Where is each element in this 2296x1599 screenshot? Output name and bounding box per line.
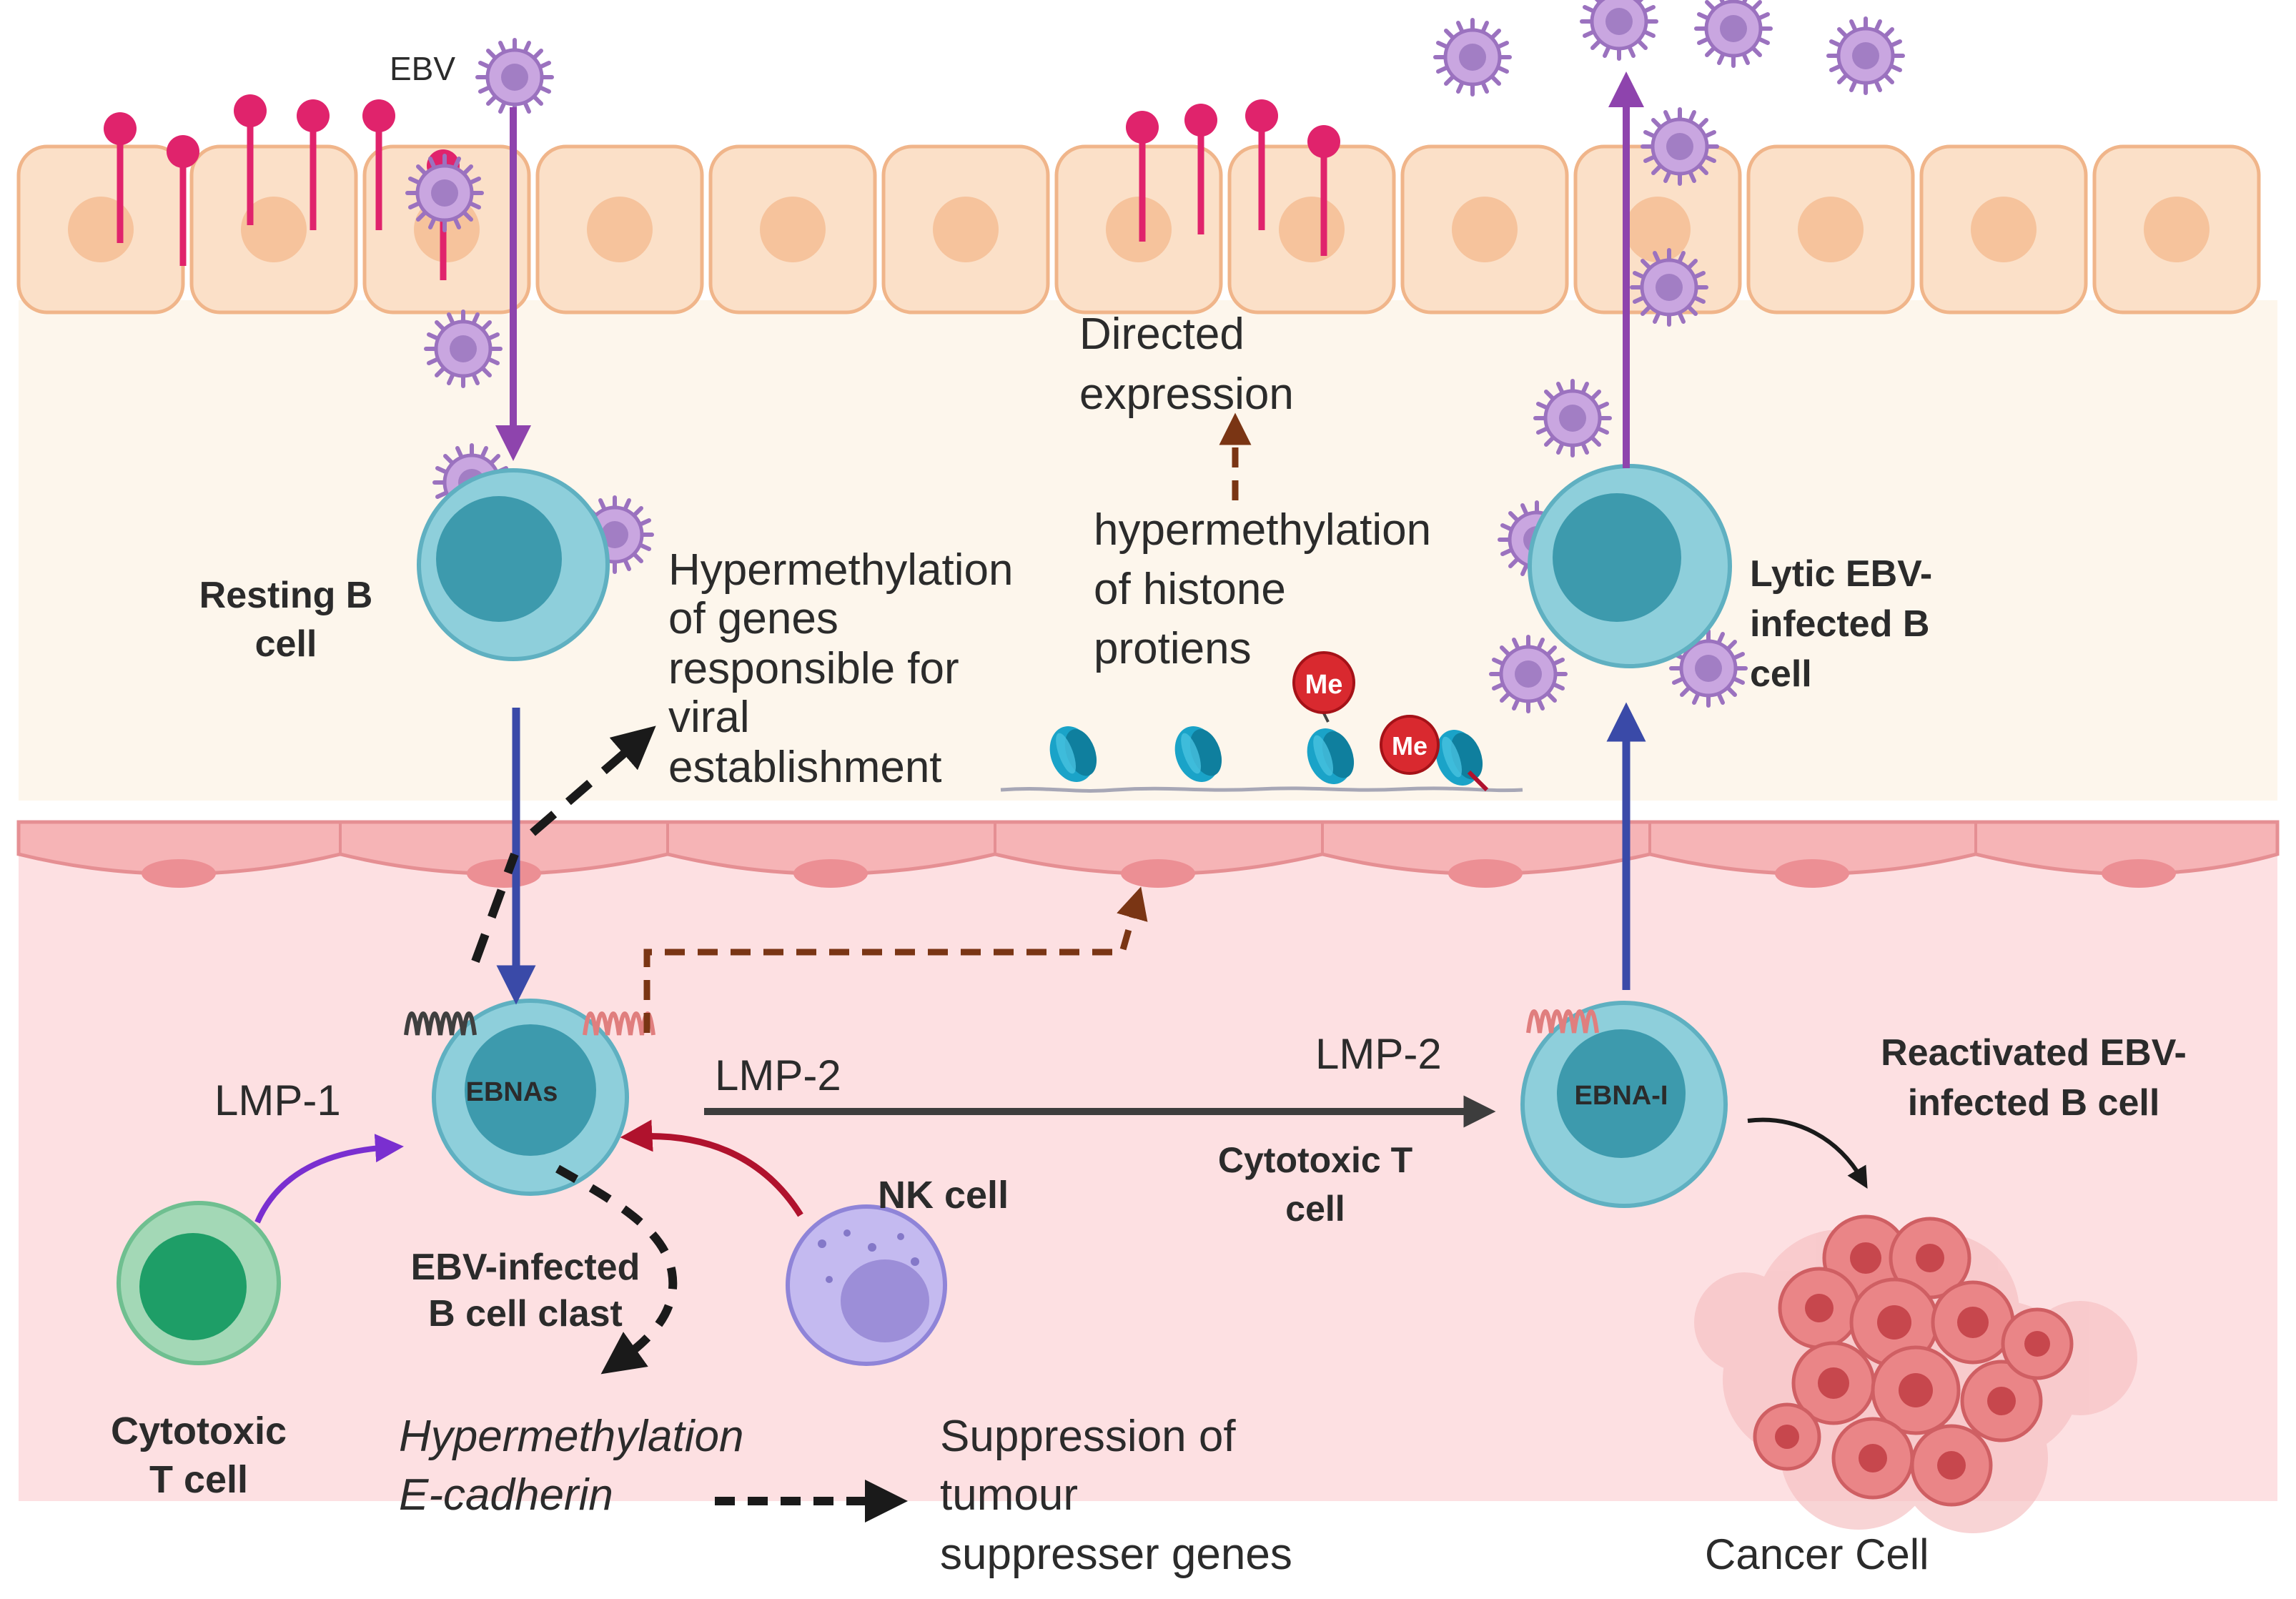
directed-expression-label-2: expression [1079, 370, 1294, 419]
virus-icon [407, 156, 482, 230]
reactivated-b-cell [1520, 1001, 1728, 1208]
cytotoxic-t-cell [117, 1201, 281, 1365]
lmp2-left-label: LMP-2 [715, 1051, 841, 1099]
lytic-b-label-2: infected B [1750, 603, 1929, 645]
suppression-label-3: suppresser genes [940, 1530, 1292, 1579]
cancer-cell-label: Cancer Cell [1705, 1530, 1929, 1578]
reactivated-label-2: infected B cell [1908, 1082, 2160, 1124]
endothelium [16, 820, 2280, 888]
methyl-group-icon: Me [1380, 715, 1440, 775]
cytotoxic-attack-arrow [254, 1134, 404, 1224]
infected-blast-label-2: B cell clast [428, 1293, 623, 1335]
epithelium-top [16, 144, 2261, 315]
resting-b-label-2: cell [255, 623, 317, 665]
infected-blast-label-1: EBV-infected [411, 1247, 640, 1288]
methyl-label: Me [1305, 670, 1343, 700]
lytic-b-label-1: Lytic EBV- [1750, 553, 1932, 595]
cytotoxic-mid-label-1: Cytotoxic T [1218, 1140, 1412, 1180]
to-cancer-arrow [1747, 1117, 1868, 1189]
cytotoxic-mid-label-2: cell [1285, 1189, 1345, 1229]
lmp1-label: LMP-1 [214, 1076, 341, 1124]
directed-expression-label-1: Directed [1079, 310, 1245, 359]
ebnas-label: EBNAs [466, 1077, 558, 1107]
cancer-cell-cluster [1694, 1214, 2137, 1533]
hyper-genes-label-1: Hypermethylation [668, 545, 1013, 595]
nk-cell [786, 1204, 947, 1366]
nk-attack-arrow [620, 1119, 803, 1217]
reactivated-label-1: Reactivated EBV- [1881, 1032, 2187, 1074]
cytotoxic-left-label-1: Cytotoxic [111, 1410, 287, 1452]
ebv-label: EBV [390, 50, 455, 87]
virus-icon [1435, 20, 1510, 94]
virus-icon [1535, 381, 1610, 455]
resting-b-label-1: Resting B [199, 575, 373, 616]
hyper-ecad-label-1: Hypermethylation [399, 1412, 743, 1461]
virus-icon [1632, 250, 1706, 325]
virus-icon [1829, 19, 1903, 93]
methyl-label: Me [1392, 731, 1427, 761]
hyper-histone-label-3: protiens [1094, 624, 1252, 673]
brown-dashed-arrow-lower [643, 886, 1148, 1033]
hypermethylation-genes-arrow [471, 740, 640, 964]
hyper-histone-label-1: hypermethylation [1094, 505, 1431, 555]
hyper-histone-label-2: of histone [1094, 565, 1286, 614]
cytotoxic-left-label-2: T cell [149, 1458, 248, 1501]
virus-icon [1643, 109, 1717, 184]
hyper-ecad-label-2: E-cadherin [399, 1470, 613, 1520]
lmp2-right-label: LMP-2 [1315, 1030, 1442, 1078]
lytic-b-label-3: cell [1750, 653, 1812, 695]
ecadherin-dashed-arrow [555, 1164, 678, 1375]
ebna1-label: EBNA-I [1575, 1081, 1668, 1111]
virus-icon [477, 40, 552, 114]
arrows [254, 71, 1868, 1523]
resting-b-cell [417, 468, 610, 661]
virus-icon [1491, 637, 1565, 711]
suppression-label-2: tumour [940, 1470, 1078, 1520]
lytic-b-cell [1528, 464, 1732, 668]
virus-icon [426, 312, 500, 386]
hyper-genes-label-5: establishment [668, 743, 942, 792]
ebv-infected-b-cell-blast [406, 999, 653, 1196]
lumen-region [19, 300, 2277, 801]
virus-icon [1582, 0, 1656, 59]
suppression-label-1: Suppression of [940, 1412, 1236, 1461]
hyper-genes-label-4: viral [668, 693, 750, 742]
hyper-genes-label-2: of genes [668, 594, 838, 643]
chromatin-strand: Me Me [1000, 651, 1523, 793]
methyl-group-icon: Me [1292, 651, 1355, 714]
hyper-genes-label-3: responsible for [668, 644, 959, 693]
nk-cell-label: NK cell [878, 1174, 1009, 1217]
